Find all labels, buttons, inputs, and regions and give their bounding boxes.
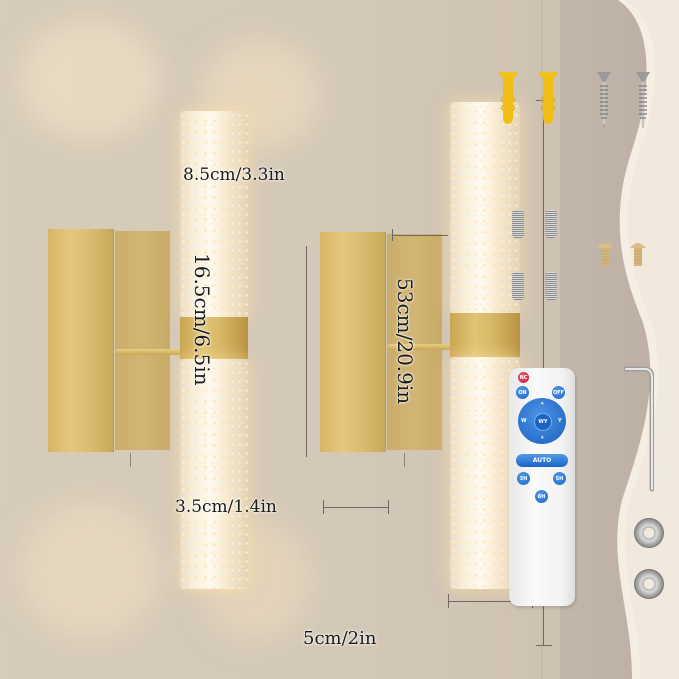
- dim-tick: [323, 500, 324, 514]
- light-glow: [20, 500, 160, 640]
- remote-control: NC ON OFF ☀ W Y ☀ WY AUTO 3H 5H 8H: [509, 368, 575, 606]
- dim-label-tube-diameter: 5cm/2in: [303, 628, 377, 649]
- remote-night-button[interactable]: NC: [518, 372, 529, 383]
- dim-label-backplate-width: 3.5cm/1.4in: [175, 497, 277, 517]
- dim-tick: [388, 500, 389, 514]
- dim-line-tube-gap: [392, 235, 448, 236]
- timer-3h-button[interactable]: 3H: [517, 472, 530, 485]
- washer-icon: [634, 569, 664, 599]
- backplate-front: [48, 229, 114, 452]
- dim-tick: [536, 645, 552, 646]
- dim-line-tube-diameter: [448, 601, 532, 602]
- dim-line-backplate-width: [323, 507, 388, 508]
- warm-light-button[interactable]: W: [521, 418, 527, 424]
- threaded-rod-icon: [512, 272, 524, 300]
- brightness-down-button[interactable]: ☀: [540, 435, 545, 441]
- pull-switch: [404, 453, 405, 467]
- crystal-tube-bottom: [180, 359, 248, 589]
- hex-key-icon: [624, 366, 654, 492]
- threaded-rod-icon: [545, 272, 557, 300]
- arm: [115, 349, 185, 355]
- threaded-rod-icon: [512, 210, 524, 238]
- dim-label-tube-gap: 8.5cm/3.3in: [183, 165, 285, 185]
- dim-line-backplate-height: [306, 246, 307, 457]
- brass-bolt-icon: [597, 243, 613, 266]
- timer-8h-button[interactable]: 8H: [535, 490, 548, 503]
- backplate-side: [115, 231, 170, 450]
- remote-center-button[interactable]: WY: [534, 413, 552, 431]
- washer-icon: [634, 518, 664, 548]
- crystal-tube-top: [450, 102, 520, 317]
- screw-icon: [597, 72, 611, 128]
- dim-tick: [448, 594, 449, 608]
- screw-icon: [636, 72, 650, 128]
- remote-on-button[interactable]: ON: [516, 386, 529, 399]
- brightness-up-button[interactable]: ☀: [540, 401, 545, 407]
- yellow-light-button[interactable]: Y: [558, 418, 562, 424]
- light-glow: [20, 20, 160, 140]
- remote-dpad: ☀ W Y ☀ WY: [518, 398, 566, 444]
- backplate-front: [320, 232, 386, 452]
- wall-anchor-icon: [499, 72, 517, 124]
- remote-auto-button[interactable]: AUTO: [516, 454, 568, 467]
- brass-bolt-icon: [630, 243, 646, 266]
- arm: [387, 344, 452, 350]
- crystal-tube-bottom: [450, 357, 520, 589]
- timer-5h-button[interactable]: 5H: [553, 472, 566, 485]
- dim-label-backplate-height: 16.5cm/6.5in: [190, 253, 214, 386]
- dim-tick: [392, 229, 393, 241]
- dim-label-total-height: 53cm/20.9in: [393, 278, 417, 405]
- backplate-side: [387, 234, 442, 450]
- gold-collar: [180, 317, 248, 359]
- wall-anchor-icon: [539, 72, 557, 124]
- threaded-rod-icon: [545, 210, 557, 238]
- gold-collar: [450, 313, 520, 357]
- remote-off-button[interactable]: OFF: [552, 386, 565, 399]
- pull-switch: [130, 453, 131, 467]
- crystal-tube-top: [180, 111, 248, 319]
